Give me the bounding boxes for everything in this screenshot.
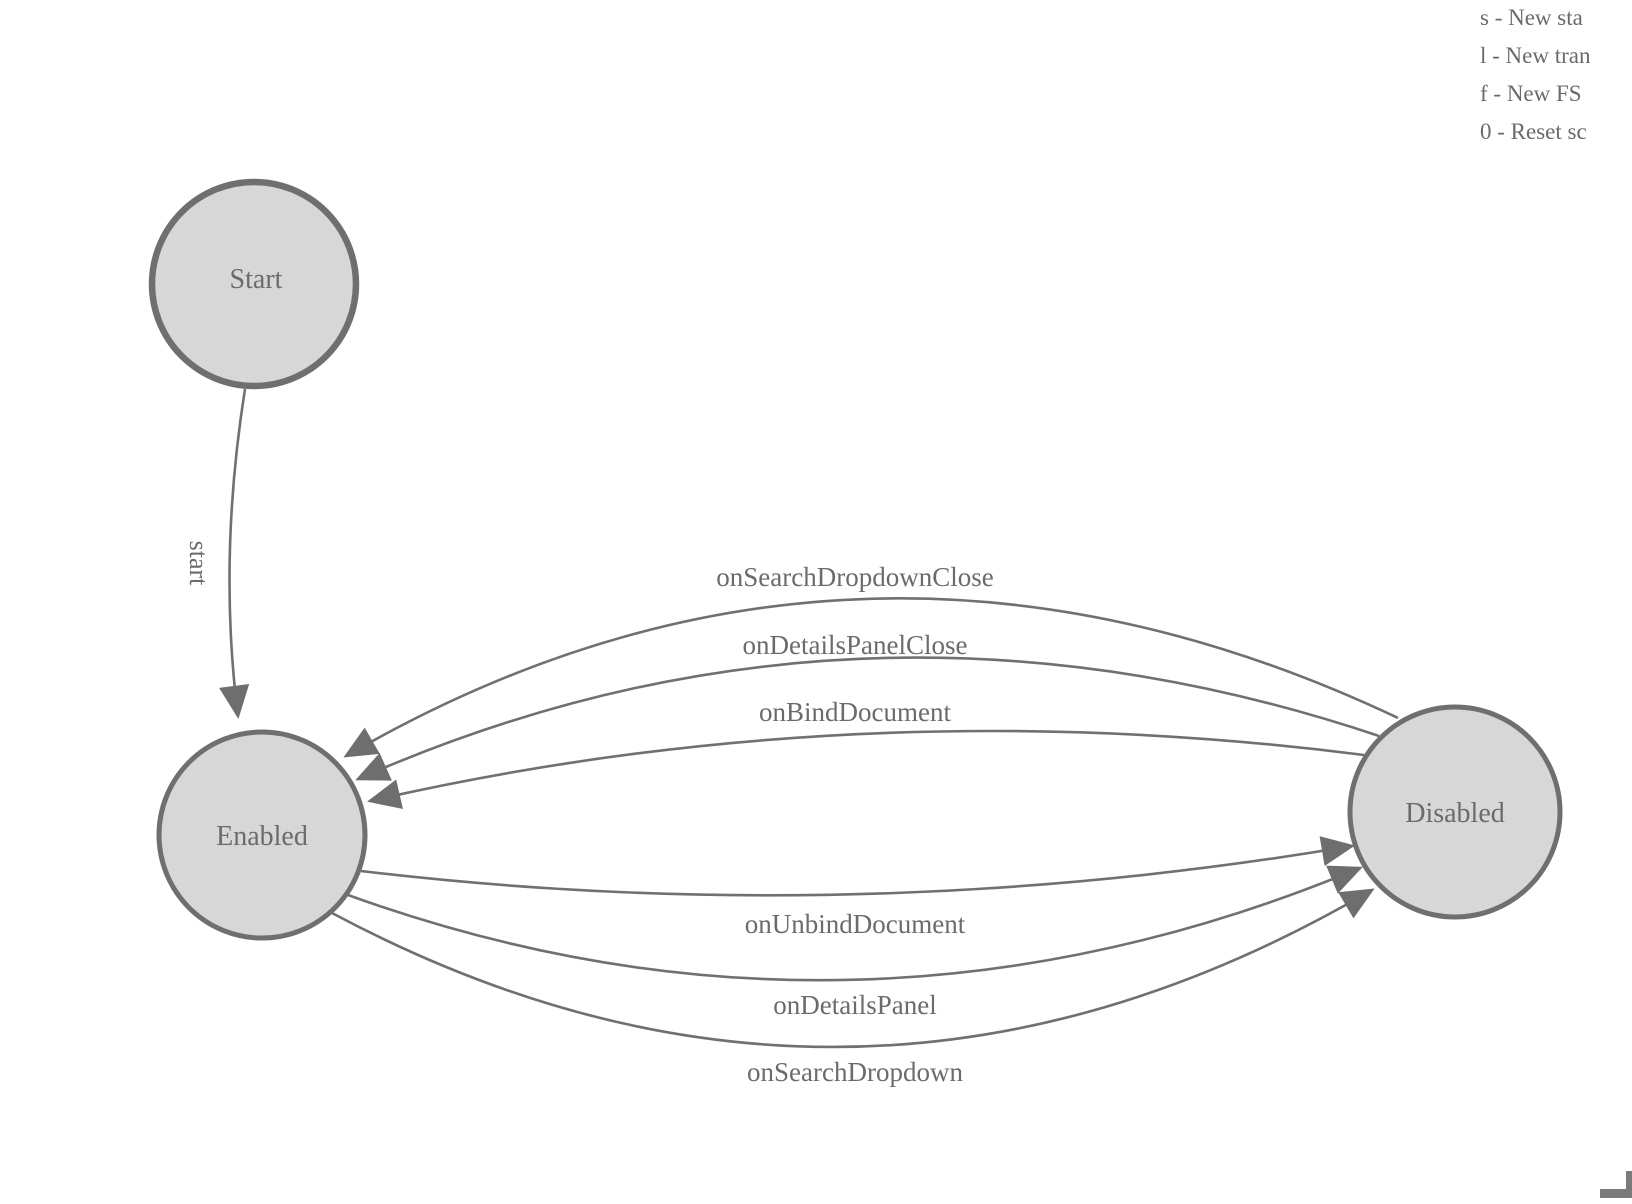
edge-onDetailsPanelClose[interactable]	[355, 656, 1380, 781]
state-node-disabled[interactable]: Disabled	[1347, 704, 1563, 920]
edge-onSearchDropdown[interactable]	[331, 888, 1375, 1049]
corner-frame	[1600, 1171, 1632, 1198]
node-group: Start Enabled Disabled	[148, 178, 1563, 941]
legend-line-new-fsm: f - New FS	[1480, 81, 1582, 106]
legend-line-new-state: s - New sta	[1480, 5, 1583, 30]
state-node-start[interactable]: Start	[148, 178, 360, 390]
legend-line-reset: 0 - Reset sc	[1480, 119, 1587, 144]
edge-label-start: start	[184, 541, 213, 587]
shortcut-legend: s - New sta l - New tran f - New FS 0 - …	[1480, 0, 1632, 151]
edge-label-onUnbindDocument: onUnbindDocument	[745, 909, 966, 939]
edge-onDetailsPanel[interactable]	[347, 865, 1363, 982]
legend-line-new-transition: l - New tran	[1480, 43, 1591, 68]
edge-label-onDetailsPanel: onDetailsPanel	[773, 990, 936, 1020]
edge-label-onSearchDropdown: onSearchDropdown	[747, 1057, 963, 1087]
state-label-enabled: Enabled	[216, 821, 308, 852]
edge-label-onDetailsPanelClose: onDetailsPanelClose	[743, 630, 968, 660]
edge-start-to-enabled[interactable]	[219, 388, 250, 720]
state-label-start: Start	[230, 264, 283, 295]
edge-label-onBindDocument: onBindDocument	[759, 697, 951, 727]
edge-onBindDocument[interactable]	[367, 729, 1365, 810]
edge-onUnbindDocument[interactable]	[360, 836, 1355, 897]
edge-onSearchDropdownClose[interactable]	[343, 597, 1399, 758]
edge-label-onSearchDropdownClose: onSearchDropdownClose	[716, 562, 993, 592]
edge-group: start onSearchDropdownClose onDetailsPan…	[184, 388, 1399, 1087]
state-node-enabled[interactable]: Enabled	[156, 729, 368, 941]
state-label-disabled: Disabled	[1405, 798, 1505, 829]
